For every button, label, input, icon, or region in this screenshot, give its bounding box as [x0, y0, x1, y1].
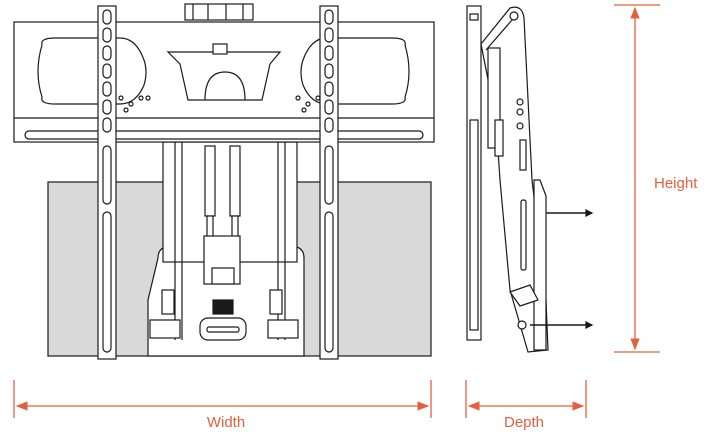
- height-label: Height: [654, 175, 698, 192]
- vertical-tv-arm-left: [97, 5, 117, 360]
- side-view: [466, 5, 594, 353]
- front-view: [13, 3, 435, 360]
- dimension-depth: [465, 380, 587, 418]
- width-label: Width: [206, 414, 246, 431]
- dimension-height: [614, 4, 660, 353]
- top-center-bracket: [166, 3, 282, 101]
- dimension-width: [13, 380, 432, 418]
- center-clamp: [149, 235, 299, 341]
- side-wall-plate: [466, 5, 482, 341]
- depth-label: Depth: [503, 414, 545, 431]
- vertical-tv-arm-right: [319, 5, 339, 360]
